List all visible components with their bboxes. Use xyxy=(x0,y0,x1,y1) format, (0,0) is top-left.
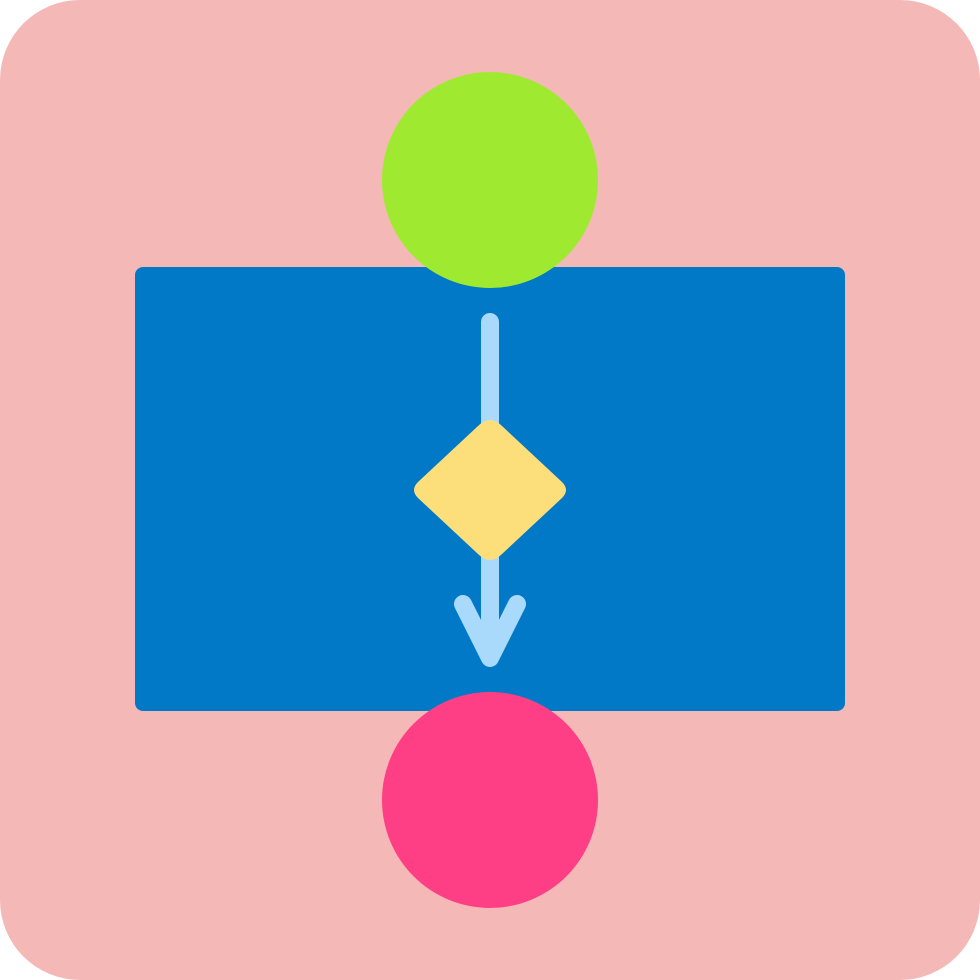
start-node-circle xyxy=(382,72,598,288)
decision-diamond xyxy=(414,420,566,560)
end-node-circle xyxy=(382,692,598,908)
arrow-head-icon xyxy=(454,595,526,667)
